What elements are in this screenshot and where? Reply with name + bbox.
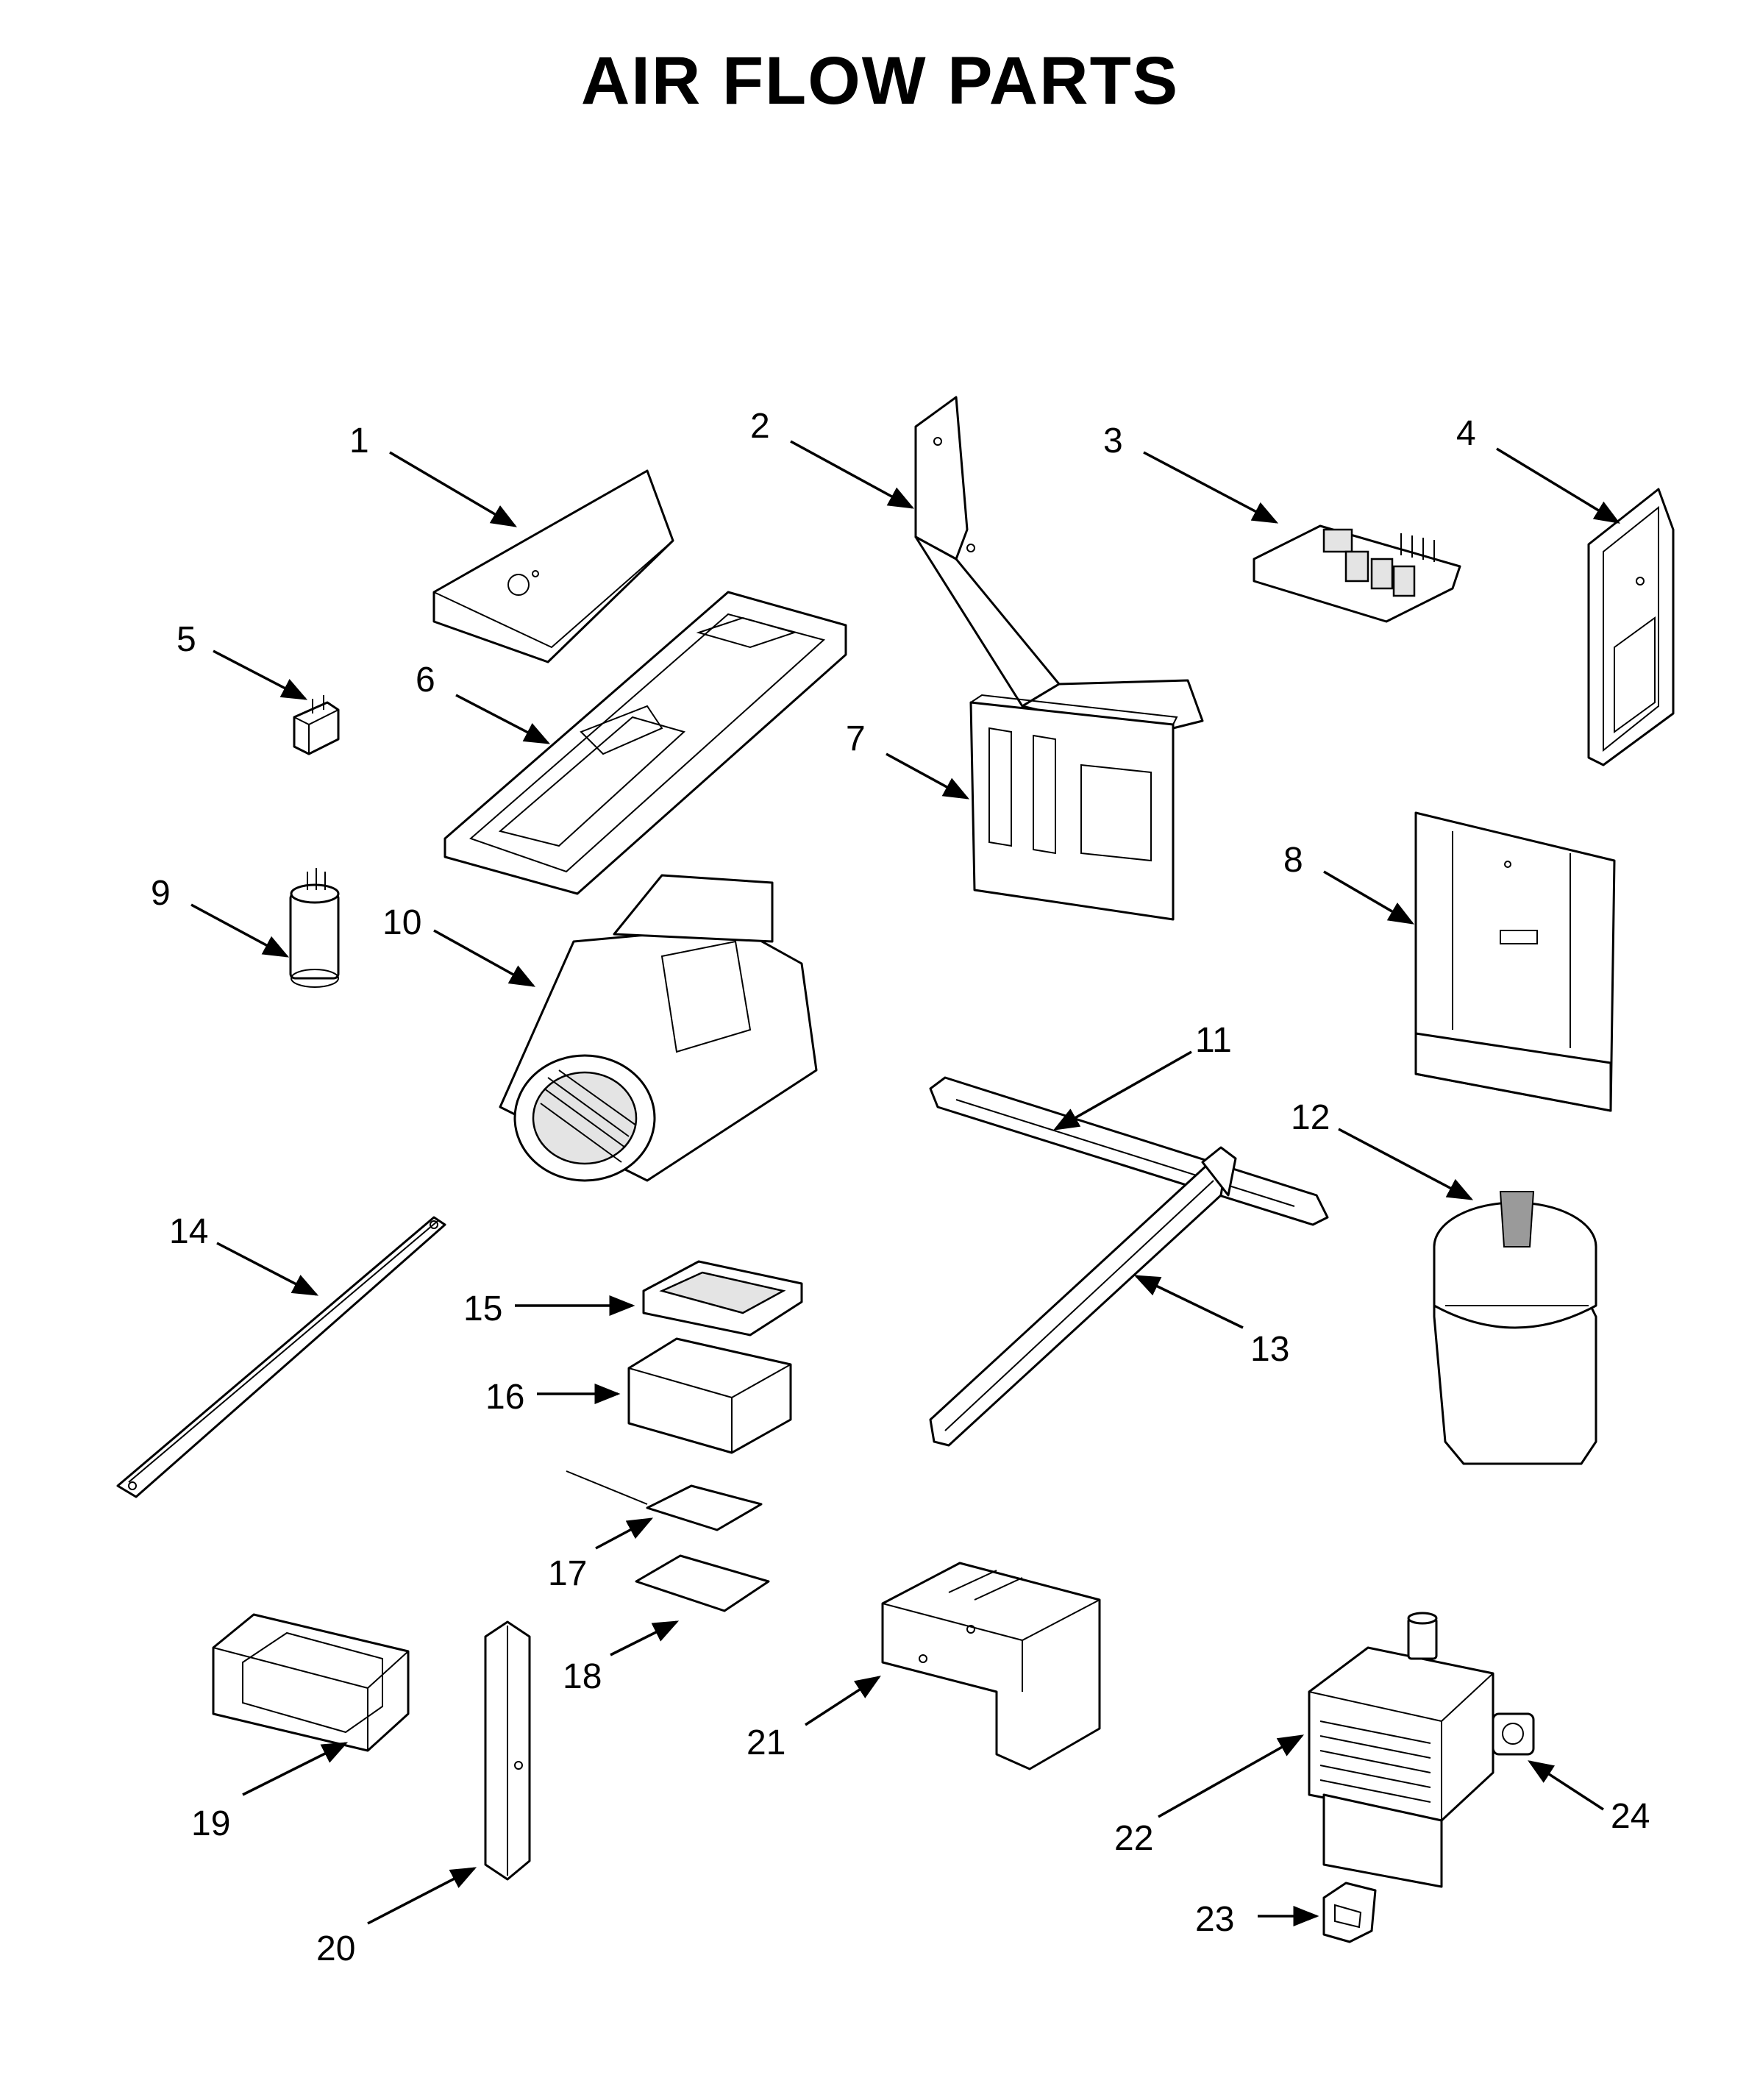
callout-9: 9	[151, 874, 171, 913]
callout-6: 6	[416, 661, 435, 700]
callout-3: 3	[1103, 421, 1123, 460]
part-16-duct-box	[627, 1337, 792, 1454]
callout-17: 17	[548, 1554, 587, 1593]
callout-11: 11	[1195, 1021, 1232, 1060]
part-15-grille	[642, 1260, 803, 1336]
part-21-mounting-bracket	[881, 1562, 1101, 1770]
part-7-panel	[969, 694, 1178, 921]
callout-10: 10	[382, 903, 421, 942]
callout-1: 1	[349, 421, 369, 460]
part-4-side-bracket	[1587, 488, 1675, 766]
part-23-clip	[1322, 1882, 1377, 1943]
part-14-strip	[116, 1216, 446, 1498]
callout-16: 16	[485, 1378, 524, 1417]
part-6-duct-tray	[443, 591, 847, 895]
part-13-rail	[929, 1146, 1237, 1447]
part-12-motor	[1433, 1191, 1597, 1465]
callout-22: 22	[1114, 1819, 1153, 1858]
callout-23: 23	[1195, 1900, 1234, 1939]
callout-12: 12	[1291, 1098, 1330, 1137]
part-2-bracket	[914, 396, 1204, 737]
callout-2: 2	[750, 407, 770, 446]
part-9-capacitor	[289, 868, 340, 988]
callout-8: 8	[1283, 841, 1303, 880]
part-22-magnetron	[1308, 1612, 1535, 1888]
callout-24: 24	[1611, 1797, 1650, 1836]
part-11-rail	[929, 1076, 1329, 1226]
callout-14: 14	[169, 1212, 208, 1251]
part-17-sensor-plate	[566, 1470, 763, 1531]
part-19-lower-tray	[212, 1613, 410, 1752]
diagram-title: AIR FLOW PARTS	[580, 43, 1180, 118]
part-18-filter-sheet	[635, 1554, 770, 1612]
callout-numbers: 1 2 3 4 5 6 7 8 9 10 11 12 13 14 15 16 1…	[151, 407, 1650, 1968]
callout-13: 13	[1250, 1330, 1289, 1369]
part-1-cover	[432, 469, 674, 663]
callout-20: 20	[316, 1929, 355, 1968]
callout-5: 5	[177, 620, 196, 659]
callout-4: 4	[1456, 414, 1476, 453]
part-10-blower	[499, 874, 818, 1182]
callout-15: 15	[463, 1289, 502, 1328]
leader-lines	[190, 440, 1620, 1926]
callout-21: 21	[747, 1723, 785, 1762]
callout-7: 7	[846, 719, 866, 758]
part-5-relay	[293, 695, 340, 755]
callout-19: 19	[191, 1804, 230, 1843]
part-20-vertical-bracket	[484, 1620, 531, 1881]
part-3-control-board	[1253, 524, 1461, 623]
part-8-back-panel	[1414, 811, 1616, 1112]
callout-18: 18	[563, 1657, 602, 1696]
